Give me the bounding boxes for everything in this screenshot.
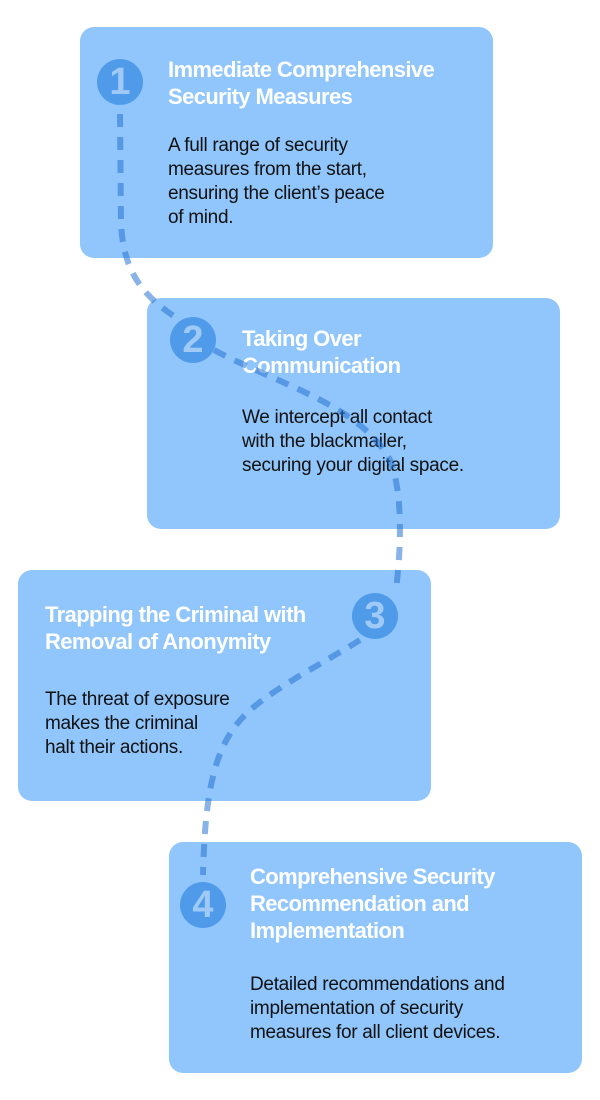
step-card-1: 1 Immediate Comprehensive Security Measu… [80, 27, 493, 258]
step-description: Detailed recommendations and implementat… [250, 974, 505, 1043]
step-card-2: 2 Taking Over Communication We intercept… [147, 298, 560, 529]
step-title: Immediate Comprehensive Security Measure… [168, 57, 435, 109]
step-description: We intercept all contact with the blackm… [242, 407, 464, 476]
step-number-badge: 4 [180, 882, 226, 928]
step-description: The threat of exposure makes the crimina… [45, 689, 230, 758]
step-title: Trapping the Criminal with Removal of An… [45, 602, 306, 654]
step-number-badge: 2 [170, 317, 216, 363]
step-title: Taking Over Communication [242, 326, 401, 378]
step-number-badge: 3 [352, 593, 398, 639]
step-description: A full range of security measures from t… [168, 135, 385, 228]
step-number-badge: 1 [97, 59, 143, 105]
step-card-3: 3 Trapping the Criminal with Removal of … [18, 570, 431, 801]
step-card-4: 4 Comprehensive Security Recommendation … [169, 842, 582, 1073]
step-title: Comprehensive Security Recommendation an… [250, 864, 495, 943]
